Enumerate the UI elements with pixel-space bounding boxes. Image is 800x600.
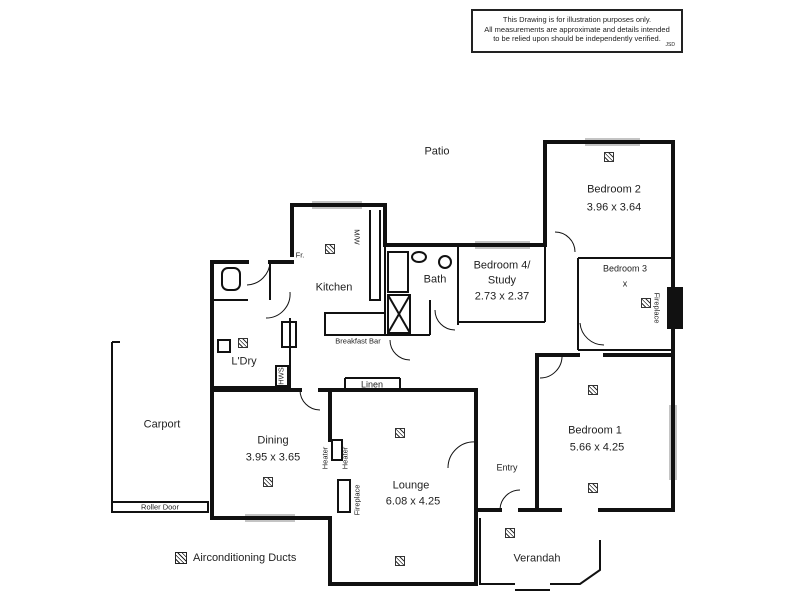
duct-bedroom3 (641, 298, 651, 308)
label-roller-door: Roller Door (141, 502, 179, 512)
label-bedroom2-dim: 3.96 x 3.64 (586, 201, 642, 214)
label-bedroom4-dim: 2.73 x 2.37 (474, 290, 530, 303)
label-fridge: Fr. (295, 250, 305, 260)
label-dining: Dining (257, 434, 289, 447)
duct-laundry (238, 338, 248, 348)
duct-bedroom1-top (588, 385, 598, 395)
label-bedroom1: Bedroom 1 (568, 424, 622, 437)
label-heater-1: Heater (320, 446, 330, 470)
label-breakfast-bar: Breakfast Bar (335, 336, 381, 346)
duct-legend-icon (175, 552, 187, 564)
label-verandah: Verandah (513, 552, 561, 565)
label-lounge-dim: 6.08 x 4.25 (385, 495, 441, 508)
label-bedroom2: Bedroom 2 (587, 183, 641, 196)
label-bedroom1-dim: 5.66 x 4.25 (569, 441, 625, 454)
label-patio: Patio (424, 145, 450, 158)
disclaimer-ref: JSD (665, 41, 675, 48)
label-entry: Entry (496, 462, 518, 473)
duct-dining (263, 477, 273, 487)
label-bedroom4: Bedroom 4/ (473, 259, 531, 272)
label-linen: Linen (360, 379, 384, 390)
interior-walls (111, 210, 683, 591)
label-dining-dim: 3.95 x 3.65 (245, 451, 301, 464)
label-microwave: M/W (352, 229, 362, 245)
duct-kitchen (325, 244, 335, 254)
disclaimer-box: This Drawing is for illustration purpose… (471, 9, 683, 53)
label-hws: HWS (276, 367, 286, 385)
legend-label: Airconditioning Ducts (193, 552, 297, 564)
label-fireplace-bedroom: Fireplace (652, 292, 662, 324)
label-bedroom4-sub: Study (487, 274, 517, 287)
label-lounge: Lounge (392, 479, 430, 492)
label-carport: Carport (143, 418, 181, 431)
windows (245, 138, 677, 522)
label-bedroom3-mark: x (622, 278, 628, 289)
legend: Airconditioning Ducts (175, 552, 296, 564)
label-bedroom3: Bedroom 3 (602, 263, 648, 274)
disclaimer-line-1: This Drawing is for illustration purpose… (502, 15, 652, 24)
exterior-walls (210, 140, 675, 586)
label-fireplace-lounge: Fireplace (352, 484, 362, 516)
disclaimer-line-2: All measurements are approximate and det… (484, 24, 670, 34)
duct-lounge-bottom (395, 556, 405, 566)
label-laundry: L'Dry (231, 355, 257, 368)
duct-bedroom2 (604, 152, 614, 162)
disclaimer-line-3: to be relied upon should be independentl… (493, 34, 661, 43)
label-kitchen: Kitchen (315, 281, 353, 294)
label-bath: Bath (423, 273, 447, 286)
door-swings (246, 231, 605, 511)
duct-verandah (505, 528, 515, 538)
duct-lounge-top (395, 428, 405, 438)
label-heater-2: Heater (340, 446, 350, 470)
duct-bedroom1-bottom (588, 483, 598, 493)
